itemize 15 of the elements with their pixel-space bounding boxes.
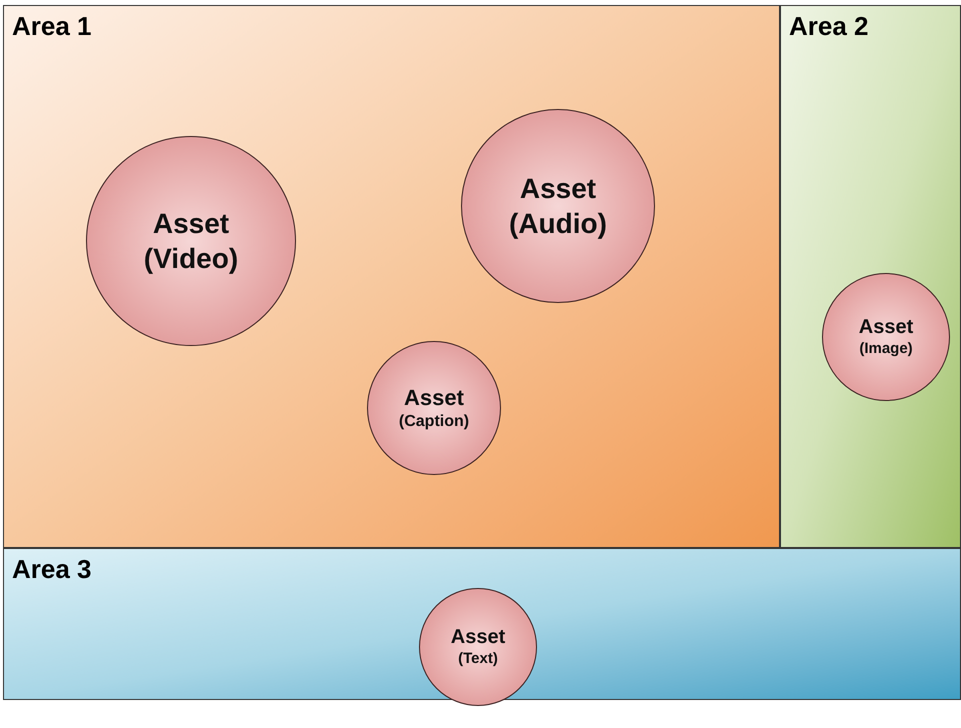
asset-type-label: (Video) bbox=[144, 242, 238, 276]
asset-label: Asset bbox=[858, 315, 914, 340]
asset-type-label: (Audio) bbox=[509, 207, 607, 241]
area-panel bbox=[780, 5, 961, 548]
asset-label: Asset bbox=[404, 384, 464, 412]
area-heading: Area 3 bbox=[12, 553, 92, 586]
asset-label: Asset bbox=[520, 172, 596, 206]
area-heading: Area 2 bbox=[789, 10, 868, 42]
asset-type-label: (Text) bbox=[458, 650, 498, 669]
asset-type-label: (Caption) bbox=[398, 412, 470, 432]
asset-label: Asset bbox=[152, 207, 230, 241]
asset-type-label: (Image) bbox=[859, 340, 913, 359]
asset-label: Asset bbox=[450, 625, 506, 650]
area-panel bbox=[3, 5, 780, 548]
area-heading: Area 1 bbox=[12, 10, 92, 42]
